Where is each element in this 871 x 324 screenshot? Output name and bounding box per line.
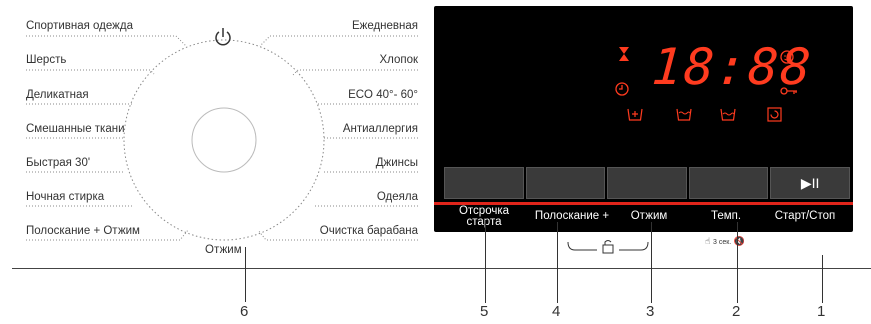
dial-knob-center: [191, 107, 257, 173]
delay-start-label-line2: старта: [466, 216, 502, 228]
callout-line-2: [737, 222, 738, 303]
callout-line-3: [651, 222, 652, 303]
delay-start-button[interactable]: [444, 167, 524, 199]
program-drum-clean[interactable]: Очистка барабана: [319, 225, 418, 237]
spin-button[interactable]: [607, 167, 687, 199]
callout-5: 5: [480, 303, 489, 320]
right-leaders: [257, 35, 418, 241]
callout-3: 3: [646, 303, 655, 320]
clock-icon: [615, 82, 629, 96]
child-lock-indicator: [567, 240, 649, 254]
program-mixed[interactable]: Смешанные ткани: [26, 123, 125, 135]
baseline: [12, 268, 871, 269]
delay-start-label-line1: Отсрочка: [458, 205, 510, 217]
program-rinse-spin[interactable]: Полоскание + Отжим: [26, 225, 140, 237]
program-quick30[interactable]: Быстрая 30': [26, 157, 91, 169]
program-blankets[interactable]: Одеяла: [376, 191, 418, 203]
prewash-icon: [627, 108, 643, 121]
mute-indicator: ☝ 3 сек. 🔇: [705, 236, 745, 247]
child-lock-face-icon: [780, 50, 794, 64]
hourglass-icon: [619, 47, 629, 61]
rinse-plus-label: Полоскание +: [534, 210, 610, 222]
callout-6: 6: [240, 303, 249, 320]
program-spin[interactable]: Отжим: [205, 244, 242, 256]
mute-icon: 🔇: [733, 236, 745, 246]
program-sportswear[interactable]: Спортивная одежда: [26, 20, 133, 32]
padlock-icon: [602, 240, 614, 254]
hand-icon: ☝: [705, 236, 711, 246]
program-cotton[interactable]: Хлопок: [379, 54, 418, 66]
program-eco[interactable]: ECO 40°- 60°: [348, 89, 418, 101]
program-delicate[interactable]: Деликатная: [26, 89, 89, 101]
key-icon: [780, 87, 797, 95]
rinse-icon: [720, 108, 736, 121]
program-daily[interactable]: Ежедневная: [351, 20, 418, 32]
callout-line-1: [822, 255, 823, 303]
callout-line-6: [245, 247, 246, 302]
left-leaders: [26, 35, 189, 241]
dial-graphic: [26, 35, 418, 241]
callout-1: 1: [817, 303, 826, 320]
delay-start-label: Отсрочка старта: [451, 205, 517, 228]
program-wool[interactable]: Шерсть: [26, 54, 67, 66]
temp-button[interactable]: [688, 167, 769, 199]
callout-2: 2: [732, 303, 741, 320]
callout-line-5: [485, 220, 486, 303]
dial-outline: [123, 39, 325, 241]
play-pause-button[interactable]: ▶II: [770, 167, 850, 199]
wash-icon: [676, 108, 692, 121]
spin-label: Отжим: [630, 210, 668, 222]
programs-right-list: Ежедневная Хлопок ECO 40°- 60° Антиаллер…: [255, 0, 418, 250]
temp-label: Темп.: [710, 210, 742, 222]
rinse-plus-button[interactable]: [525, 167, 606, 199]
callout-line-4: [557, 222, 558, 303]
accent-line: [434, 202, 853, 205]
program-antiallergy[interactable]: Антиаллергия: [342, 123, 418, 135]
start-stop-label: Старт/Стоп: [774, 210, 836, 222]
spin-icon: [767, 107, 782, 122]
hold-duration: 3 сек.: [713, 239, 732, 246]
program-jeans[interactable]: Джинсы: [375, 157, 418, 169]
power-icon[interactable]: [212, 26, 234, 48]
callout-4: 4: [552, 303, 561, 320]
program-night[interactable]: Ночная стирка: [26, 191, 105, 203]
touch-button-row: ▶II: [444, 167, 850, 199]
